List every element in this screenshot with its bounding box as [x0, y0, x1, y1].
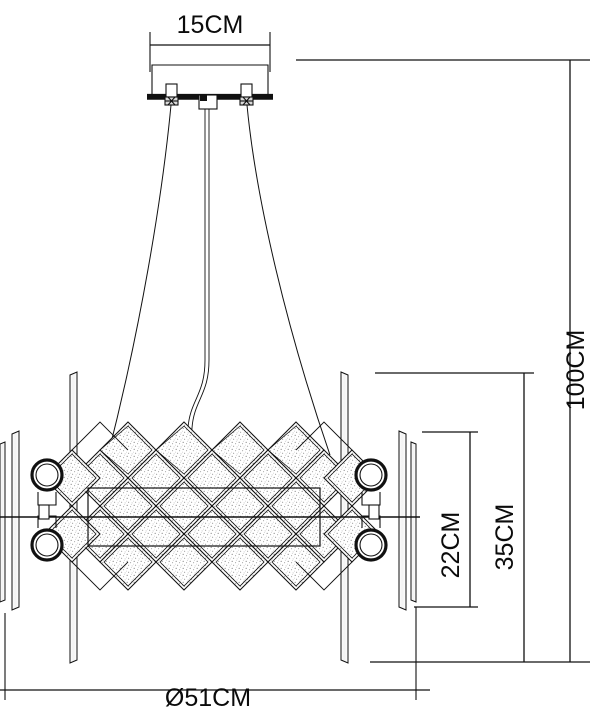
dim-label-body-height: 22CM	[437, 512, 465, 579]
dim-label-fixture-height: 35CM	[491, 504, 519, 571]
dim-label-overall-height: 100CM	[562, 330, 590, 411]
dim-22cm-geometry	[414, 431, 478, 608]
dim-label-canopy-width: 15CM	[177, 11, 244, 39]
lamp-socket-left-upper	[30, 458, 64, 506]
lamp-sockets	[30, 458, 388, 562]
crystal-lattice-band	[43, 421, 381, 591]
lamp-socket-left-lower	[30, 515, 64, 562]
dim-100cm-geometry	[296, 59, 590, 663]
dim-51cm-geometry	[0, 607, 430, 700]
dimension-lines	[0, 32, 590, 700]
dim-35cm-geometry	[375, 372, 534, 662]
dim-15cm-geometry	[149, 32, 271, 72]
canopy-assembly	[147, 64, 273, 110]
structural-band	[0, 487, 420, 547]
socket-connector-blocks	[38, 504, 380, 520]
dim-label-diameter: Ø51CM	[165, 684, 251, 712]
suspension-cables	[107, 104, 331, 456]
lamp-socket-right-upper	[354, 458, 388, 506]
